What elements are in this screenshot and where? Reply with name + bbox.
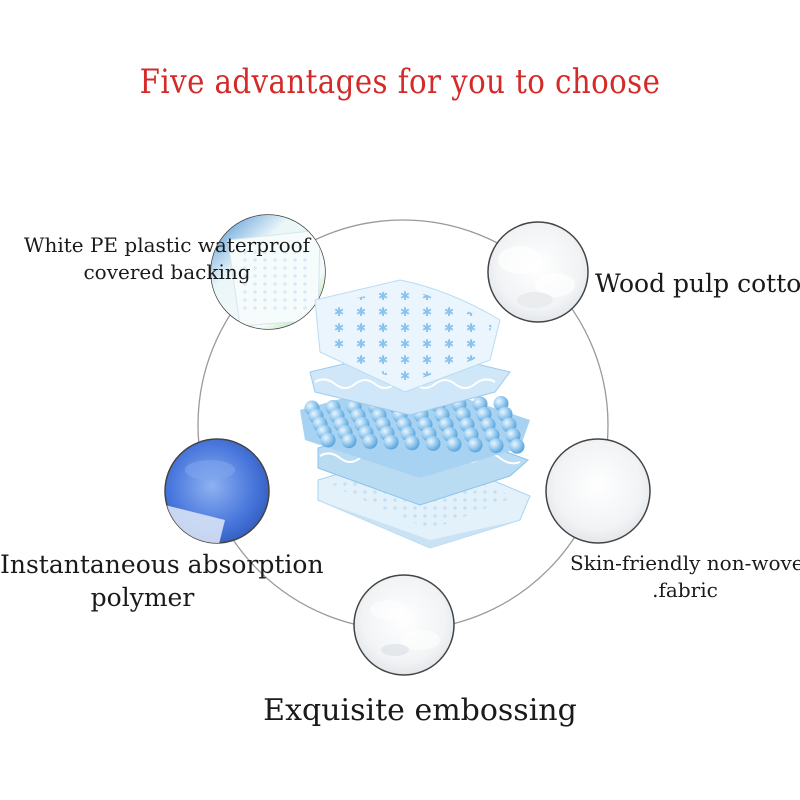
layer-stack-icon — [300, 279, 531, 549]
embossing-swatch-icon — [353, 574, 455, 676]
feature-label-embossing: Exquisite embossing — [230, 693, 610, 728]
feature-label-pe-backing: White PE plastic waterproof covered back… — [2, 232, 332, 286]
page-title: Five advantages for you to choose — [139, 62, 661, 102]
feature-label-line: Exquisite embossing — [263, 693, 577, 728]
feature-label-polymer: Instantaneous absorption polymer — [0, 548, 324, 614]
feature-label-line: Instantaneous absorption — [0, 550, 324, 579]
polymer-bead — [362, 433, 378, 449]
feature-label-line: covered backing — [83, 260, 251, 284]
feature-label-non-woven: Skin-friendly non-woven .fabric — [570, 550, 800, 604]
wood-pulp-cotton-swatch-icon — [487, 221, 589, 323]
polymer-bead — [320, 432, 336, 448]
non-woven-fabric-swatch-icon — [545, 438, 651, 544]
polymer-bead — [446, 436, 462, 452]
feature-label-line: White PE plastic waterproof — [23, 233, 311, 257]
polymer-bead — [425, 436, 441, 451]
polymer-bead — [488, 438, 504, 454]
polymer-bead — [404, 435, 420, 451]
feature-label-line: Skin-friendly non-woven — [570, 551, 800, 575]
absorption-polymer-swatch-icon — [164, 438, 270, 544]
polymer-bead — [509, 438, 525, 454]
feature-label-line: .fabric — [652, 578, 718, 602]
feature-label-line: polymer — [90, 583, 195, 612]
polymer-bead — [383, 434, 399, 450]
polymer-bead — [467, 437, 483, 453]
feature-label-line: Wood pulp cotton — [595, 269, 800, 298]
feature-label-wood-pulp: Wood pulp cotton — [595, 270, 800, 297]
polymer-bead — [341, 433, 357, 449]
